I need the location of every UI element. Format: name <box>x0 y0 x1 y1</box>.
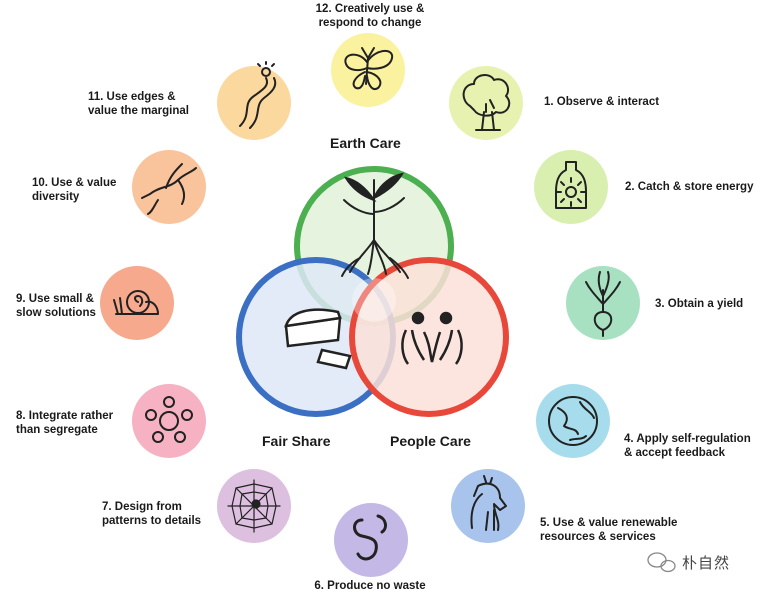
people-care-circle <box>349 257 509 417</box>
pie-slices-icon <box>284 308 352 370</box>
ethics-venn <box>236 166 509 417</box>
principle-12-label: 12. Creatively use & respond to change <box>315 3 425 29</box>
radish-icon <box>585 271 621 337</box>
wechat-icon <box>647 552 676 573</box>
tree-icon <box>462 74 511 131</box>
principle-11-label: 11. Use edges & value the marginal <box>88 91 189 117</box>
principle-1-label: 1. Observe & interact <box>544 96 660 108</box>
butterfly-icon <box>344 47 394 90</box>
people-figures-icon <box>401 311 463 365</box>
earth-care-label: Earth Care <box>330 135 401 151</box>
globe-icon <box>548 396 598 446</box>
principle-9-circle <box>100 266 174 340</box>
hummingbird-icon <box>141 163 197 215</box>
principle-10-label: 10. Use & value diversity <box>32 177 117 203</box>
principle-4-label: 4. Apply self-regulation & accept feedba… <box>624 433 751 459</box>
principle-7-label: 7. Design from patterns to details <box>102 501 202 527</box>
principle-8-label: 8. Integrate rather than segregate <box>16 410 114 436</box>
fair-share-label: Fair Share <box>262 433 331 449</box>
watermark-text: 朴自然 <box>682 554 731 572</box>
principle-5-circle <box>451 469 525 543</box>
principle-9-label: 9. Use small & slow solutions <box>16 293 96 319</box>
principle-3-label: 3. Obtain a yield <box>655 298 744 310</box>
principle-10-circle <box>132 150 206 224</box>
principle-8-circle <box>132 384 206 458</box>
principle-2-label: 2. Catch & store energy <box>625 181 754 193</box>
circle-of-people-icon <box>145 396 193 443</box>
people-care-label: People Care <box>390 433 471 449</box>
worm-icon <box>353 514 387 561</box>
river-icon <box>239 61 277 129</box>
snail-icon <box>113 290 159 315</box>
principle-11-circle <box>217 66 291 140</box>
tree-roots-icon <box>341 172 409 279</box>
principle-5-label: 5. Use & value renewable resources & ser… <box>540 517 678 543</box>
principle-4-circle <box>536 384 610 458</box>
spiderweb-icon <box>227 479 281 533</box>
principle-6-label: 6. Produce no waste <box>314 580 426 592</box>
horse-icon <box>470 475 507 531</box>
jar-sun-icon <box>555 161 587 209</box>
